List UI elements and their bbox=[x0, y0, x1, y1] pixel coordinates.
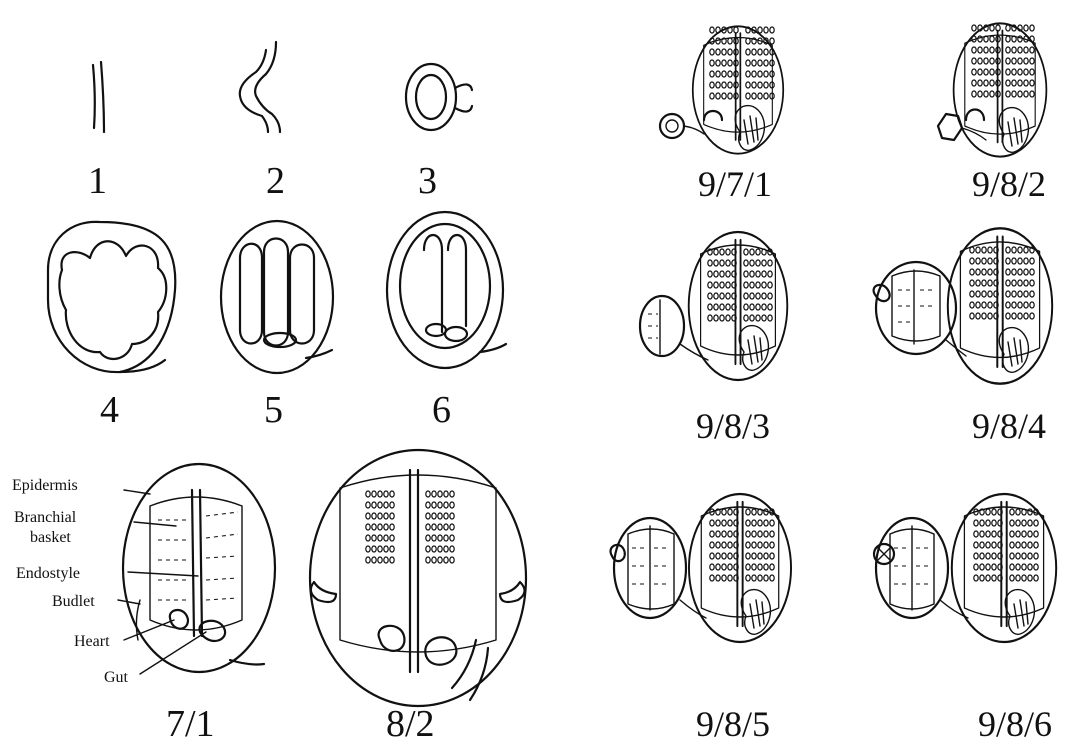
stage-label-2: 2 bbox=[266, 160, 285, 202]
annotation-gut: Gut bbox=[104, 669, 129, 686]
stage-9-8-3-drawing bbox=[640, 232, 787, 380]
annotation-budlet: Budlet bbox=[52, 593, 95, 610]
stage-label-8-2: 8/2 bbox=[386, 703, 435, 741]
stage-label-9-7-1: 9/7/1 bbox=[698, 164, 772, 204]
annotation-heart: Heart bbox=[74, 633, 110, 650]
stage-label-9-8-6: 9/8/6 bbox=[978, 704, 1052, 741]
stage-label-7-1: 7/1 bbox=[166, 703, 215, 741]
stage-label-9-8-2: 9/8/2 bbox=[972, 164, 1046, 204]
stage-label-9-8-5: 9/8/5 bbox=[696, 704, 770, 741]
stage-label-9-8-4: 9/8/4 bbox=[972, 406, 1046, 446]
stage-label-9-8-3: 9/8/3 bbox=[696, 406, 770, 446]
stage-label-3: 3 bbox=[418, 160, 437, 202]
stage-5-drawing bbox=[221, 221, 333, 373]
stage-1-drawing bbox=[93, 62, 104, 132]
stage-9-8-5-drawing bbox=[611, 494, 792, 642]
stage-3-drawing bbox=[406, 64, 472, 130]
stage-9-7-1-drawing bbox=[660, 26, 783, 153]
stage-8-2-drawing bbox=[310, 450, 526, 706]
stage-6-drawing bbox=[387, 212, 506, 368]
stage-label-6: 6 bbox=[432, 389, 451, 431]
stage-label-4: 4 bbox=[100, 389, 119, 431]
stage-9-8-4-drawing bbox=[874, 228, 1053, 383]
stage-4-drawing bbox=[48, 222, 175, 372]
annotation-endostyle: Endostyle bbox=[16, 565, 80, 582]
stage-9-8-6-drawing bbox=[874, 494, 1056, 642]
stage-label-1: 1 bbox=[88, 160, 107, 202]
stage-7-1-drawing bbox=[118, 464, 275, 674]
annotation-epidermis: Epidermis bbox=[12, 477, 78, 494]
annotation-branchial-line2: basket bbox=[30, 529, 71, 546]
stage-label-5: 5 bbox=[264, 389, 283, 431]
stage-9-8-2-drawing bbox=[938, 23, 1046, 156]
stage-2-drawing bbox=[240, 42, 280, 132]
annotation-branchial-line1: Branchial bbox=[14, 509, 77, 526]
